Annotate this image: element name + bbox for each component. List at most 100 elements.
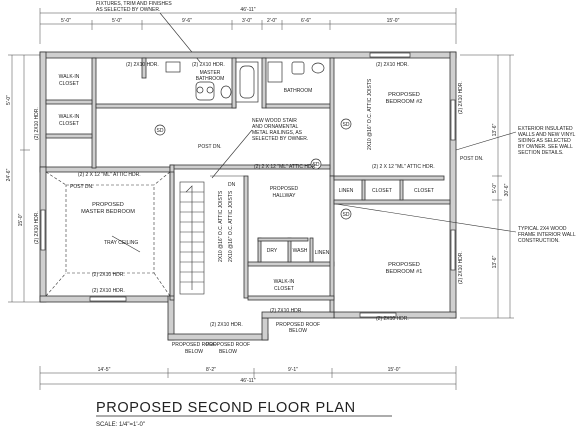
note-typical-1: TYPICAL 2X4 WOOD: [518, 226, 567, 232]
room-walkin-closet-2: WALK-IN: [59, 114, 80, 120]
room-master-bath-b: BATHROOM: [196, 76, 225, 82]
note-stair-4: SELECTED BY OWNER.: [252, 136, 308, 142]
room-bedroom-2: PROPOSED: [388, 92, 420, 98]
room-closet-1: CLOSET: [372, 188, 392, 194]
top-dimensions: 46'-11" 5'-0" 5'-0" 9'-6" 3'-0" 2'-0" 6'…: [39, 7, 457, 44]
page-title: PROPOSED SECOND FLOOR PLAN: [96, 400, 356, 416]
bathroom-fixtures: [165, 61, 325, 103]
note-attic-joists-3: 2X10 @16" O.C. ATTIC JOISTS: [228, 190, 234, 262]
note-stair-1: NEW WOOD STAIR: [252, 118, 297, 124]
dim-top-2: 5'-0": [112, 18, 122, 24]
note-exterior-3: SIDING AS SELECTED: [518, 138, 571, 144]
dim-top-overall: 46'-11": [240, 7, 255, 13]
dim-left-3: 15'-0": [18, 213, 24, 226]
dim-top-7: 15'-0": [387, 18, 400, 24]
plan-scale: SCALE: 1/4"=1'-0": [96, 422, 145, 428]
dim-right-4: 30'-6": [504, 183, 510, 196]
dim-bot-1: 14'-5": [98, 367, 111, 373]
room-walkin-closet-1b: CLOSET: [59, 81, 79, 87]
left-dimensions: 5'-0" 24'-6" 15'-0": [6, 54, 44, 303]
room-linen-1: LINEN: [339, 188, 354, 194]
sd-label-4: SD: [157, 128, 164, 134]
note-attic-hdr-1: (2) 2 X 12 "ML" ATTIC HDR.: [254, 164, 317, 170]
note-attic-hdr-3: (2) 2 X 12 "ML" ATTIC HDR.: [78, 172, 141, 178]
note-hdr-3: (2) 2X10 HDR.: [376, 62, 409, 68]
room-roof-below-b-b: BELOW: [219, 349, 237, 355]
room-master-bath: MASTER: [200, 70, 221, 76]
room-hallway-b: HALLWAY: [273, 193, 297, 199]
room-walkin-closet-1: WALK-IN: [59, 74, 80, 80]
note-post-dn-2: POST DN.: [460, 156, 484, 162]
dim-bot-2: 8'-2": [206, 367, 216, 373]
note-hdr-2: (2) 2X10 HDR.: [192, 62, 225, 68]
room-roof-below-a: PROPOSED ROOF: [172, 342, 216, 348]
note-exterior-2: WALLS AND NEW VINYL: [518, 132, 576, 138]
sd-label-1: SD: [313, 162, 320, 168]
smoke-detectors: SD SD SD SD: [154, 118, 352, 220]
room-labels: WALK-IN CLOSET WALK-IN CLOSET MASTER BAT…: [59, 70, 434, 355]
note-hdr-1: (2) 2X10 HDR.: [126, 62, 159, 68]
room-bedroom-2b: BEDROOM #2: [386, 99, 423, 105]
note-hdr-4: (2) 2X10 HDR.: [34, 107, 40, 140]
note-attic-joists-2: 2X10 @16" O.C. ATTIC JOISTS: [218, 190, 224, 262]
note-hdr-5: (2) 2X10 HDR.: [34, 211, 40, 244]
stair: [179, 175, 244, 295]
note-exterior-5: SECTION DETAILS.: [518, 150, 563, 156]
note-hdr-11: (2) 2X10 HDR.: [458, 81, 464, 114]
tray-ceiling: [45, 171, 171, 297]
note-hdr-7: (2) 2X10 HDR.: [92, 288, 125, 294]
note-hdr-9: (2) 2X10 HDR.: [270, 308, 303, 314]
note-tray-ceiling: TRAY CEILING: [104, 240, 138, 246]
dim-left-1: 5'-0": [6, 95, 12, 105]
note-typical-3: CONSTRUCTION.: [518, 238, 560, 244]
note-typical-2: FRAME INTERIOR WALL: [518, 232, 576, 238]
room-bedroom-1b: BEDROOM #1: [386, 269, 423, 275]
room-closet-2: CLOSET: [414, 188, 434, 194]
note-fixtures-1: FIXTURES, TRIM AND FINISHES: [96, 1, 172, 7]
room-master-bedroom-b: MASTER BEDROOM: [81, 209, 135, 215]
room-hallway: PROPOSED: [270, 186, 299, 192]
room-roof-below-c-b: BELOW: [289, 328, 307, 334]
dim-bot-3: 9'-1": [288, 367, 298, 373]
room-linen-2: LINEN: [315, 250, 330, 256]
dim-top-6: 6'-6": [301, 18, 311, 24]
room-bathroom: BATHROOM: [284, 88, 313, 94]
room-roof-below-c: PROPOSED ROOF: [276, 322, 320, 328]
note-hdr-10: (2) 2X10 HDR.: [376, 316, 409, 322]
note-stair-2: AND ORNAMENTAL: [252, 124, 299, 130]
dim-top-1: 5'-0": [61, 18, 71, 24]
dim-top-3: 9'-6": [182, 18, 192, 24]
sd-label-3: SD: [343, 212, 350, 218]
dim-top-4: 3'-0": [242, 18, 252, 24]
room-bedroom-1: PROPOSED: [388, 262, 420, 268]
dim-right-1: 13'-6": [492, 123, 498, 136]
note-post-dn-3: POST DN.: [70, 184, 94, 190]
room-dry: DRY: [267, 248, 278, 254]
right-dimensions: 13'-6" 5'-0" 13'-6" 30'-6": [460, 54, 514, 319]
room-wash: WASH: [293, 248, 308, 254]
room-roof-below-a-b: BELOW: [185, 349, 203, 355]
note-dn: DN: [228, 182, 236, 188]
note-attic-joists-1: 2X10 @16" O.C. ATTIC JOISTS: [367, 78, 373, 150]
dim-left-2: 24'-6": [6, 168, 12, 181]
room-walkin-closet-c: WALK-IN: [274, 279, 295, 285]
dim-right-2: 5'-0": [492, 183, 498, 193]
windows-right: [40, 52, 456, 318]
note-post-dn-1: POST DN.: [198, 144, 222, 150]
room-master-bedroom: PROPOSED: [92, 202, 124, 208]
interior-walls: [45, 57, 451, 313]
note-hdr-6: (2) 2X10 HDR.: [92, 272, 125, 278]
note-exterior-1: EXTERIOR INSULATED: [518, 126, 573, 132]
note-exterior-4: BY OWNER. SEE WALL: [518, 144, 573, 150]
room-walkin-closet-2b: CLOSET: [59, 121, 79, 127]
note-attic-hdr-2: (2) 2 X 12 "ML" ATTIC HDR.: [372, 164, 435, 170]
note-stair-3: METAL RAILINGS, AS: [252, 130, 303, 136]
dim-bot-overall: 46'-11": [240, 378, 255, 384]
sd-label-2: SD: [343, 122, 350, 128]
note-fixtures-2: AS SELECTED BY OWNER.: [96, 7, 160, 13]
dim-top-5: 2'-0": [267, 18, 277, 24]
room-roof-below-b: PROPOSED ROOF: [206, 342, 250, 348]
bottom-dimensions: 14'-5" 8'-2" 9'-1" 15'-0" 46'-11": [39, 366, 457, 390]
note-hdr-12: (2) 2X10 HDR.: [458, 251, 464, 284]
